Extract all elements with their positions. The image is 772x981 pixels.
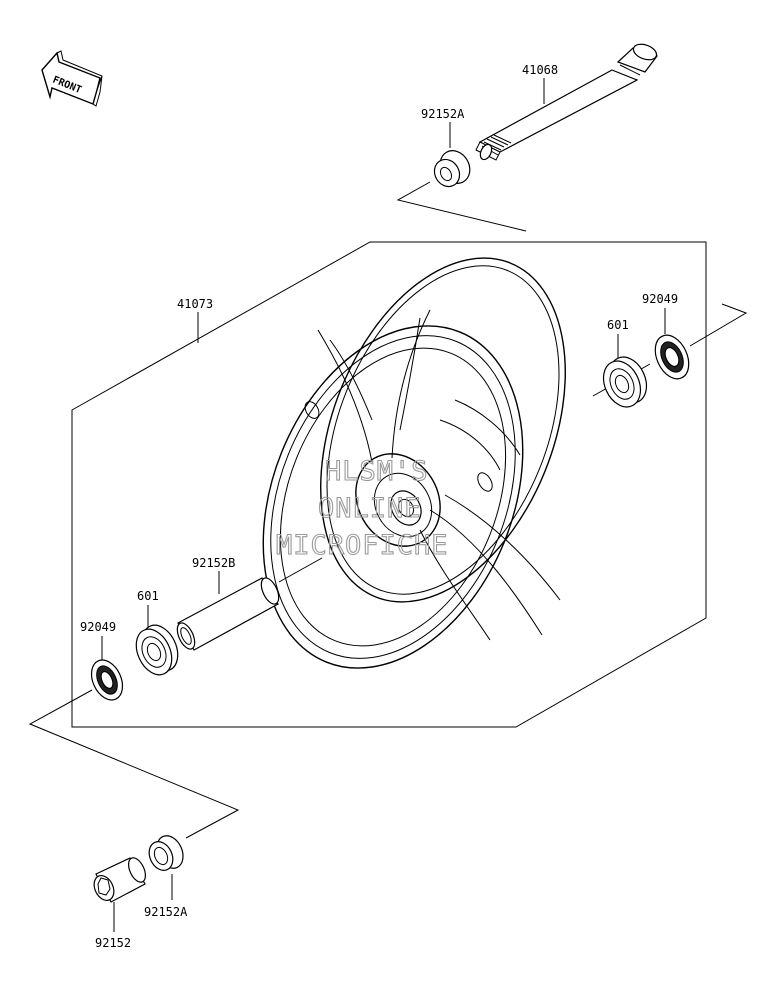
- label-wheel: 41073: [177, 297, 213, 311]
- wheel-rim: [262, 257, 566, 669]
- collar-bottom: [148, 835, 184, 871]
- collar-sleeve: [93, 857, 146, 903]
- label-seal-left: 92049: [80, 620, 116, 634]
- label-seal-right: 92049: [642, 292, 678, 306]
- label-spacer: 92152B: [192, 556, 235, 570]
- wheel-group-frame: [71, 241, 707, 728]
- bearing-right: [602, 356, 648, 408]
- label-collar-top: 92152A: [421, 107, 465, 121]
- label-bearing-right: 601: [607, 318, 629, 332]
- seal-right: [654, 334, 690, 380]
- axis-line-spacer: [278, 557, 323, 583]
- axle: [475, 43, 658, 161]
- front-label: FRONT: [51, 75, 83, 96]
- label-axle: 41068: [522, 63, 558, 77]
- spacer: [176, 577, 280, 651]
- watermark-line3: MICROFICHE: [276, 530, 449, 561]
- watermark: HLSM'S ONLINE MICROFICHE: [275, 455, 449, 561]
- axis-line-bottom: [28, 689, 240, 839]
- label-bearing-left: 601: [137, 589, 159, 603]
- front-arrow-icon: FRONT: [41, 50, 103, 107]
- bearing-left: [135, 624, 179, 676]
- axis-line-top: [396, 181, 527, 232]
- watermark-line2: ONLINE: [318, 493, 422, 524]
- label-collar-bottom: 92152A: [144, 905, 188, 919]
- collar-top: [433, 150, 471, 188]
- label-collar-sleeve: 92152: [95, 936, 131, 950]
- seal-left: [90, 659, 124, 701]
- watermark-line1: HLSM'S: [325, 456, 429, 487]
